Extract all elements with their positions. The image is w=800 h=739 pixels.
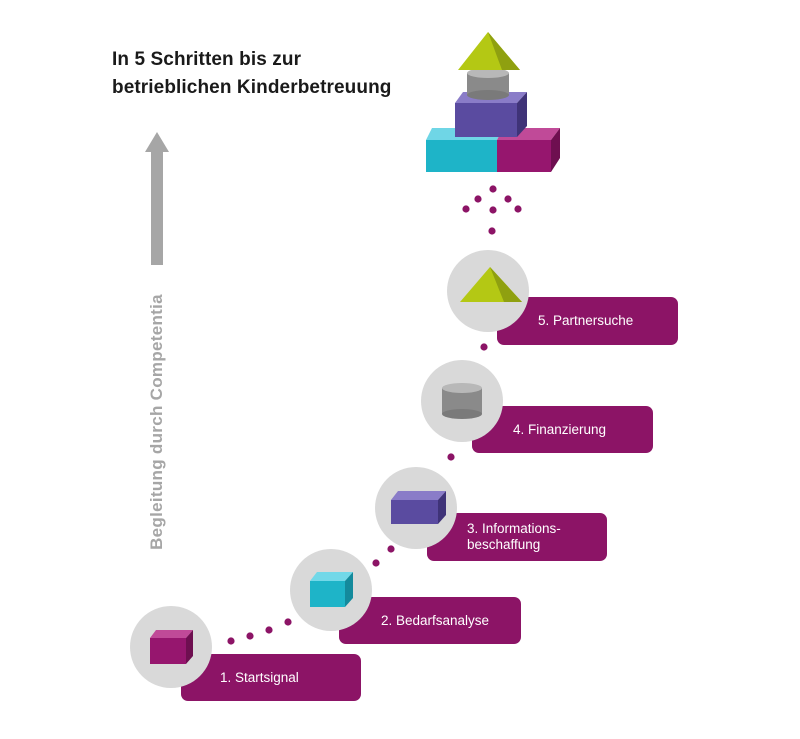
step-3-label-line-2: beschaffung	[467, 537, 541, 552]
step-2-box: 2. Bedarfsanalyse	[339, 597, 521, 644]
dotted-path	[227, 185, 522, 645]
step-1-box: 1. Startsignal	[181, 654, 361, 701]
title-line-1: In 5 Schritten bis zur	[112, 49, 302, 70]
step-5-box: 5. Partnersuche	[497, 297, 678, 345]
step-5-label: 5. Partnersuche	[538, 313, 634, 328]
step-1-label: 1. Startsignal	[220, 669, 299, 685]
purple-slab-icon	[391, 491, 446, 524]
gray-cylinder-icon	[442, 383, 482, 419]
page-title: In 5 Schritten bis zur betrieblichen Kin…	[112, 46, 392, 102]
green-pyramid-icon	[460, 267, 522, 302]
up-arrow-icon	[145, 132, 169, 265]
step-4-box: 4. Finanzierung	[472, 406, 653, 453]
magenta-cube-icon	[150, 630, 193, 664]
step-3-label-line-1: 3. Informations-	[467, 521, 561, 536]
cyan-cube-icon	[310, 572, 353, 607]
title-line-2: betrieblichen Kinderbetreuung	[112, 77, 392, 98]
step-3-box: 3. Informations- beschaffung	[427, 513, 607, 561]
step-2-label: 2. Bedarfsanalyse	[381, 612, 490, 628]
block-tower-icon	[426, 32, 560, 172]
step-4-label: 4. Finanzierung	[513, 421, 607, 437]
